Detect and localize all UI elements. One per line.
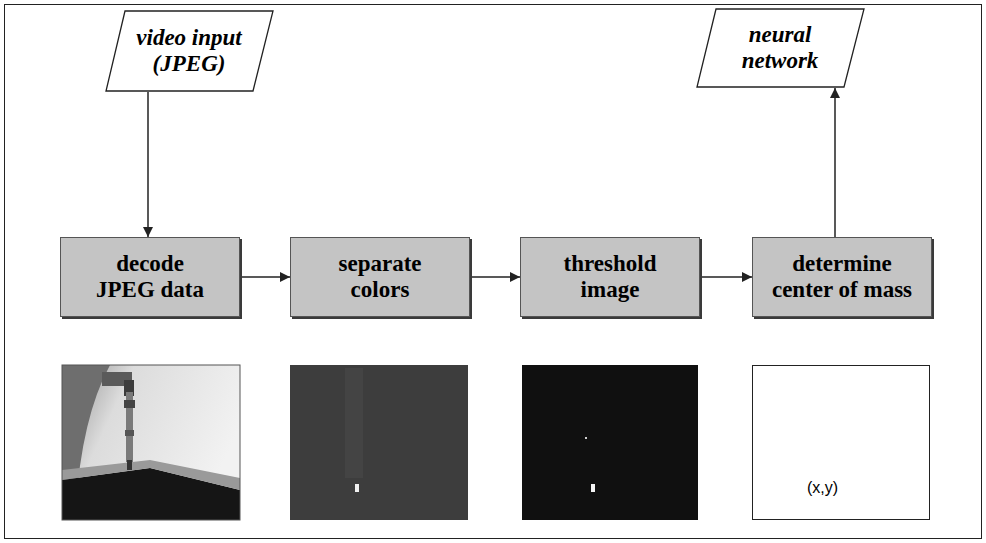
flow-arrow <box>240 276 290 278</box>
process-box: determine center of mass <box>752 237 932 317</box>
node-label: neural network <box>718 22 843 75</box>
camera-photo <box>62 365 240 520</box>
node-label: determine center of mass <box>763 251 921 304</box>
flow-arrow <box>700 276 752 278</box>
process-box: threshold image <box>520 237 700 317</box>
coordinate-label: (x,y) <box>807 479 838 497</box>
process-box: decode JPEG data <box>60 237 240 317</box>
process-box: separate colors <box>290 237 470 317</box>
color-channel-image <box>290 365 468 520</box>
figure-border <box>5 5 982 539</box>
node-label: separate colors <box>321 251 439 304</box>
flow-arrow <box>470 276 520 278</box>
input-parallelogram: video input (JPEG) <box>105 10 274 92</box>
output-parallelogram: neural network <box>696 8 865 88</box>
flow-arrow <box>834 88 836 237</box>
node-label: video input (JPEG) <box>127 25 252 78</box>
result-frame: (x,y) <box>752 365 930 520</box>
flow-arrow <box>147 92 149 237</box>
node-label: threshold image <box>551 251 669 304</box>
threshold-image <box>522 365 698 520</box>
node-label: decode JPEG data <box>91 251 209 304</box>
